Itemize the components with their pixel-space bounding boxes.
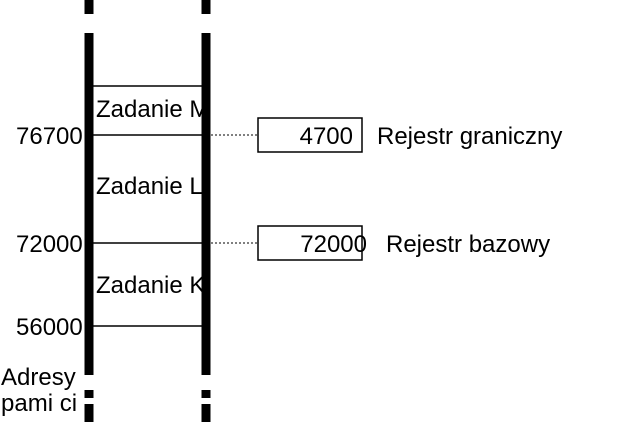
base-register-label: Rejestr bazowy [386,231,550,258]
base-register-value: 72000 [300,231,367,258]
job-label-m: Zadanie M [96,96,209,123]
memory-column [84,0,211,422]
address-56000: 56000 [16,314,83,341]
address-76700: 76700 [16,123,83,150]
job-label-k: Zadanie K [96,272,205,299]
connectors [211,134,258,244]
partitions [93,85,202,327]
limit-register-label: Rejestr graniczny [377,123,562,150]
axis-label-line1: Adresy [1,364,76,391]
limit-register-value: 4700 [300,123,353,150]
address-72000: 72000 [16,231,83,258]
job-label-l: Zadanie L [96,173,203,200]
limit-register-box [257,117,363,153]
axis-label-line2: pami ci [1,390,77,417]
base-register-box [257,225,363,261]
